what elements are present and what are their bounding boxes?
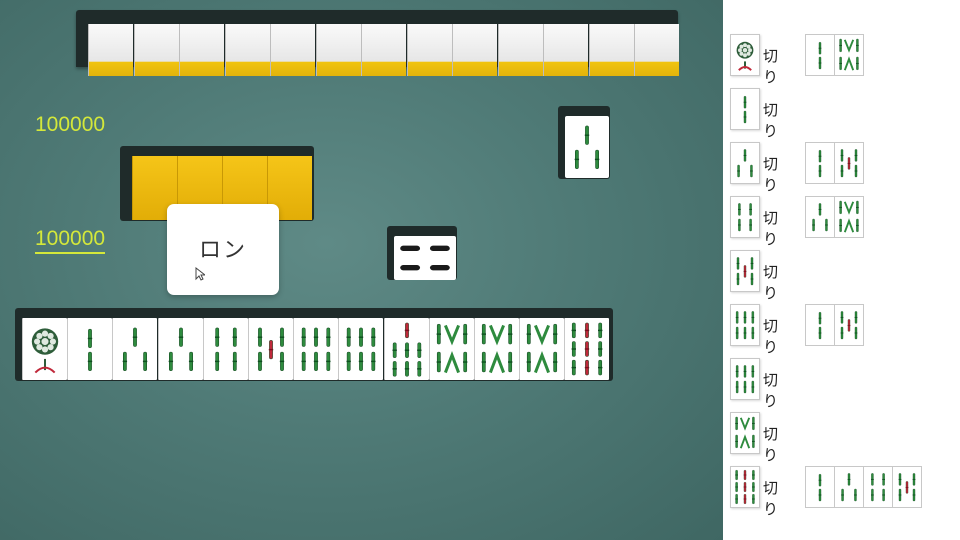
discard-tile-3s bbox=[565, 116, 609, 178]
wait-tile-2s bbox=[805, 304, 835, 346]
hand-tile-2s[interactable] bbox=[67, 318, 113, 380]
discard-action-label: 切り bbox=[763, 209, 779, 248]
wait-tile-3s bbox=[834, 466, 864, 508]
opponent-tile-back bbox=[588, 24, 634, 76]
wait-tile-2s bbox=[805, 466, 835, 508]
wait-tile-8s bbox=[834, 34, 864, 76]
hand-tile-7s[interactable] bbox=[383, 318, 429, 380]
opponent-tile-back bbox=[361, 24, 406, 76]
hand-tile-5s[interactable] bbox=[248, 318, 293, 380]
hand-tile-8s[interactable] bbox=[474, 318, 519, 380]
option-tile-8s[interactable] bbox=[730, 412, 760, 454]
opponent-tile-back bbox=[406, 24, 452, 76]
opponent-tile-back bbox=[179, 24, 224, 76]
opponent-tile-back bbox=[270, 24, 315, 76]
discard-action-label: 切り bbox=[763, 263, 779, 302]
wait-tile-8s bbox=[834, 196, 864, 238]
discard-action-label: 切り bbox=[763, 47, 779, 86]
hand-tile-6s[interactable] bbox=[293, 318, 339, 380]
opponent-discard bbox=[558, 106, 610, 179]
discard-action-label: 切り bbox=[763, 425, 779, 464]
discard-action-label: 切り bbox=[763, 371, 779, 410]
player-hand bbox=[15, 308, 613, 381]
opponent-tile-back bbox=[224, 24, 270, 76]
wait-tile-5s bbox=[834, 304, 864, 346]
mouse-cursor-icon bbox=[195, 267, 205, 281]
opponent-tile-back bbox=[315, 24, 361, 76]
hand-tile-6s[interactable] bbox=[338, 318, 384, 380]
option-tile-flower[interactable] bbox=[730, 34, 760, 76]
wait-tile-2s bbox=[805, 34, 835, 76]
opponent-tile-back bbox=[543, 24, 588, 76]
hand-tile-9s[interactable] bbox=[564, 318, 610, 380]
option-tile-3s[interactable] bbox=[730, 142, 760, 184]
option-tile-4s[interactable] bbox=[730, 196, 760, 238]
hand-tile-4s[interactable] bbox=[202, 318, 248, 380]
discard-action-label: 切り bbox=[763, 155, 779, 194]
hand-tile-flower[interactable] bbox=[22, 318, 67, 380]
option-tile-9s[interactable] bbox=[730, 466, 760, 508]
wait-tile-5s bbox=[834, 142, 864, 184]
opponent-tile-back bbox=[497, 24, 543, 76]
player-discard-sideways bbox=[387, 226, 457, 280]
wait-tile-4s bbox=[863, 466, 893, 508]
opponent-tile-back bbox=[452, 24, 497, 76]
opponent-tile-back bbox=[133, 24, 179, 76]
hand-tile-3s[interactable] bbox=[157, 318, 203, 380]
opponent-tile-back bbox=[88, 24, 133, 76]
wait-tile-2s bbox=[805, 142, 835, 184]
discard-analysis-panel: 切り切り切り切り切り切り切り切り切り bbox=[723, 0, 960, 540]
ron-dialog[interactable]: ロン bbox=[167, 204, 279, 295]
option-tile-6s[interactable] bbox=[730, 304, 760, 346]
discard-tile-2p bbox=[394, 236, 456, 280]
opponent-tile-back bbox=[634, 24, 679, 76]
discard-action-label: 切り bbox=[763, 101, 779, 140]
hand-tile-8s[interactable] bbox=[428, 318, 474, 380]
option-tile-2s[interactable] bbox=[730, 88, 760, 130]
opponent-hand bbox=[76, 10, 679, 76]
mahjong-table: 100000 100000 ロン bbox=[0, 0, 723, 540]
option-tile-6s[interactable] bbox=[730, 358, 760, 400]
ron-button-label[interactable]: ロン bbox=[198, 238, 247, 263]
hand-tile-3s[interactable] bbox=[112, 318, 158, 380]
hand-tile-8s[interactable] bbox=[519, 318, 565, 380]
opponent-score: 100000 bbox=[35, 113, 106, 136]
wait-tile-3s bbox=[805, 196, 835, 238]
discard-action-label: 切り bbox=[763, 317, 779, 356]
option-tile-5s[interactable] bbox=[730, 250, 760, 292]
discard-action-label: 切り bbox=[763, 479, 779, 518]
wait-tile-5s bbox=[892, 466, 922, 508]
player-score: 100000 bbox=[35, 227, 106, 254]
